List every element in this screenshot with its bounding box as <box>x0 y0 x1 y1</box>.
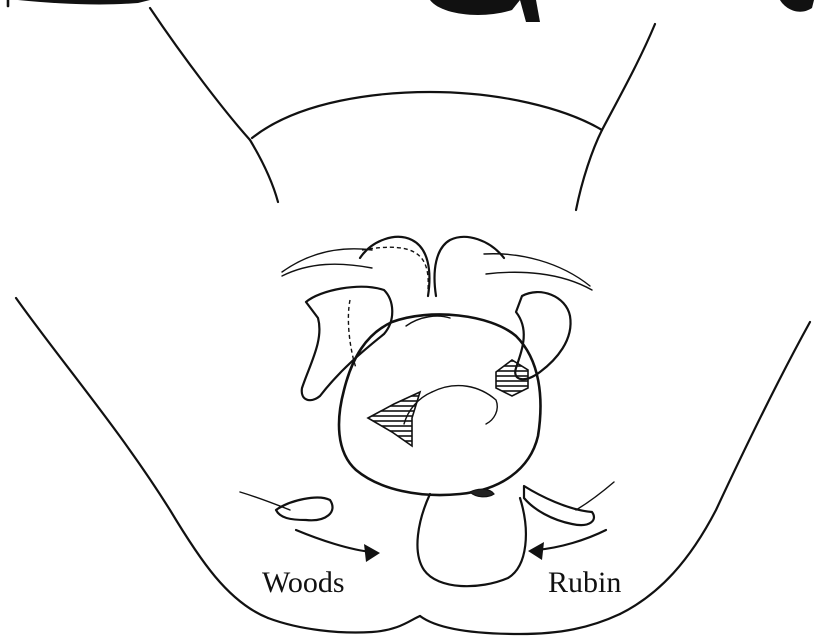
fetal-body <box>417 489 525 586</box>
woods-arrow <box>296 530 380 562</box>
posterior-fontanelle-icon <box>496 360 528 396</box>
rubin-label: Rubin <box>548 566 621 599</box>
cropped-top-text <box>0 0 816 22</box>
woods-label: Woods <box>262 566 345 599</box>
lower-body-outline <box>16 298 810 634</box>
perineal-folds <box>282 237 592 368</box>
upper-body-outline <box>150 8 655 210</box>
fetal-head <box>339 314 540 495</box>
fetal-arms <box>240 287 614 525</box>
anterior-fontanelle-icon <box>368 392 420 446</box>
rubin-arrow <box>528 530 606 560</box>
fontanelles <box>368 360 528 446</box>
